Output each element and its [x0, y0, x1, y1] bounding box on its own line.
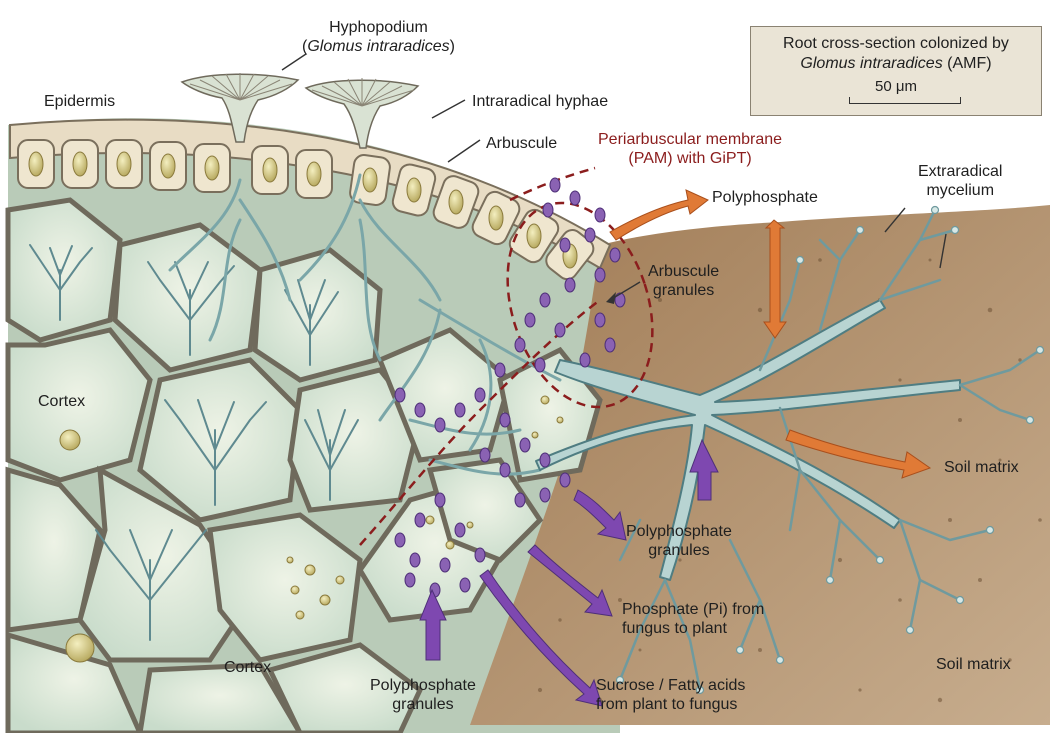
title-box: Root cross-section colonized by Glomus i…: [750, 26, 1042, 116]
label-periarbuscular-membrane: Periarbuscular membrane (PAM) with GiPT): [598, 130, 782, 168]
label-cortex-left: Cortex: [38, 392, 85, 411]
scale-bar-label: 50 μm: [751, 78, 1041, 95]
label-arbuscule-granules: Arbuscule granules: [648, 262, 719, 300]
label-polyphosphate: Polyphosphate: [712, 188, 818, 207]
label-polyphosphate-granules-bottom: Polyphosphate granules: [370, 676, 476, 714]
label-soil-matrix-bottom: Soil matrix: [936, 655, 1011, 674]
label-arbuscule: Arbuscule: [486, 134, 557, 153]
label-extraradical-mycelium: Extraradical mycelium: [918, 162, 1002, 200]
label-phosphate-transfer: Phosphate (Pi) from fungus to plant: [622, 600, 764, 638]
label-epidermis: Epidermis: [44, 92, 115, 111]
title-line-1: Root cross-section colonized by: [751, 35, 1041, 53]
scale-bar: [849, 97, 961, 104]
label-soil-matrix-right: Soil matrix: [944, 458, 1019, 477]
label-sucrose-transfer: Sucrose / Fatty acids from plant to fung…: [596, 676, 745, 714]
title-line-2: Glomus intraradices (AMF): [751, 55, 1041, 73]
label-hyphopodium: Hyphopodium (Glomus intraradices): [302, 18, 455, 56]
label-cortex-bottom: Cortex: [224, 658, 271, 677]
label-intraradical-hyphae: Intraradical hyphae: [472, 92, 608, 111]
label-polyphosphate-granules-mid: Polyphosphate granules: [626, 522, 732, 560]
